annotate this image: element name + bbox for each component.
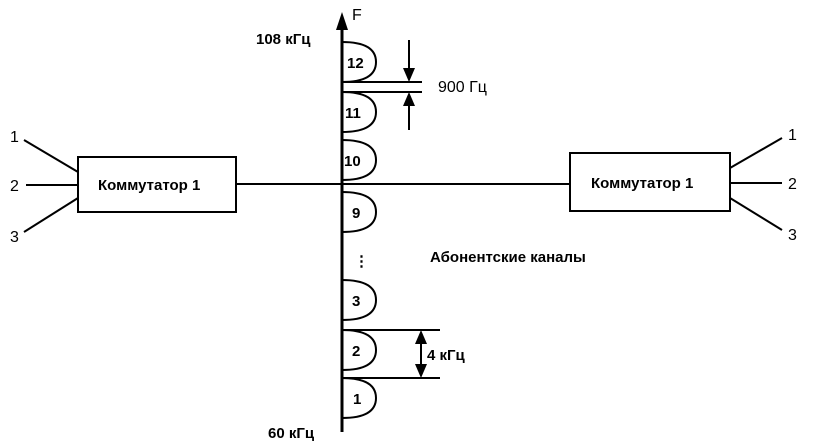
right-output-2: 2 bbox=[788, 176, 797, 193]
channel-2-label: 2 bbox=[352, 343, 360, 360]
axis-label: F bbox=[352, 7, 362, 24]
channel-12: 12 bbox=[341, 41, 378, 83]
channel-9-label: 9 bbox=[352, 205, 360, 222]
right-switch-label: Коммутатор 1 bbox=[591, 175, 693, 192]
left-switch-label: Коммутатор 1 bbox=[98, 177, 200, 194]
channel-11-label: 11 bbox=[345, 105, 361, 122]
axis-top-label: 108 кГц bbox=[256, 31, 311, 48]
channel-3: 3 bbox=[341, 279, 378, 321]
right-output-line-3 bbox=[729, 197, 783, 231]
right-output-3: 3 bbox=[788, 227, 797, 244]
guard-band-label: 900 Гц bbox=[438, 79, 487, 96]
width-arrowhead-top bbox=[415, 330, 427, 344]
guard-arrowhead-bottom bbox=[403, 92, 415, 106]
channel-1-label: 1 bbox=[353, 391, 361, 408]
channel-3-label: 3 bbox=[352, 293, 360, 310]
channel-12-label: 12 bbox=[347, 55, 364, 72]
channel-10: 10 bbox=[341, 139, 378, 181]
axis-arrowhead bbox=[336, 12, 348, 30]
width-arrowhead-bottom bbox=[415, 364, 427, 378]
channel-width-label: 4 кГц bbox=[427, 347, 466, 364]
right-output-line-1 bbox=[729, 137, 783, 169]
left-input-1: 1 bbox=[10, 129, 19, 146]
left-input-line-1 bbox=[23, 139, 79, 173]
channel-10-label: 10 bbox=[344, 153, 361, 170]
channel-9: 9 bbox=[341, 191, 378, 233]
left-input-line-3 bbox=[23, 197, 79, 233]
channel-11: 11 bbox=[341, 91, 378, 133]
channel-1: 1 bbox=[341, 377, 378, 419]
right-output-1: 1 bbox=[788, 127, 797, 144]
channel-2: 2 bbox=[341, 329, 378, 371]
axis-bottom-label: 60 кГц bbox=[268, 425, 315, 442]
guard-arrowhead-top bbox=[403, 68, 415, 82]
left-input-2: 2 bbox=[10, 178, 19, 195]
channels-caption: Абонентские каналы bbox=[430, 249, 586, 266]
left-input-3: 3 bbox=[10, 229, 19, 246]
channels-ellipsis: ⋮ bbox=[354, 253, 369, 270]
